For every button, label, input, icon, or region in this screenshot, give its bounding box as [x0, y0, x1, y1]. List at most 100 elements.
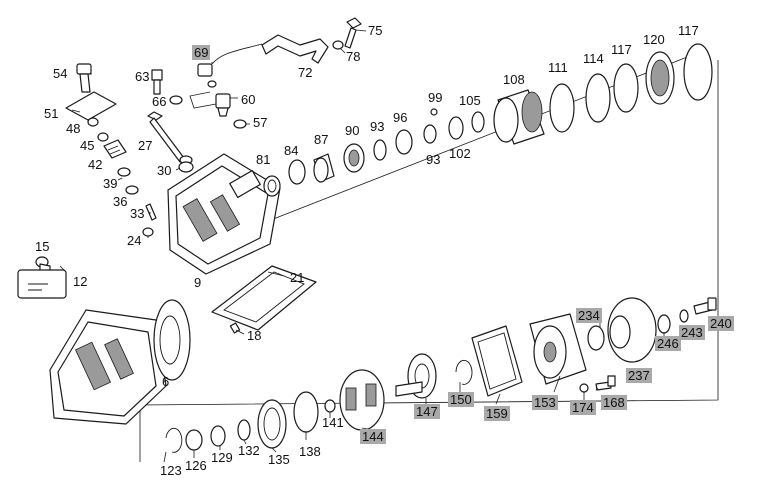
dashed-bracket — [189, 91, 217, 109]
callout-240: 240 — [708, 316, 734, 331]
callout-168: 168 — [601, 395, 627, 410]
bolt-15 — [35, 256, 51, 275]
ring-93b — [423, 124, 437, 144]
callout-138: 138 — [299, 444, 321, 459]
bracket-72 — [261, 34, 329, 64]
callout-90: 90 — [345, 123, 360, 138]
callout-96: 96 — [393, 110, 408, 125]
callout-63: 63 — [135, 69, 150, 84]
washer-24 — [142, 227, 154, 237]
callout-153: 153 — [532, 395, 558, 410]
bolt-168 — [595, 375, 616, 391]
washer-174 — [579, 383, 589, 393]
callout-144: 144 — [360, 429, 386, 444]
cover-plate-51 — [65, 91, 117, 121]
callout-30: 30 — [157, 163, 172, 178]
leader-lines — [59, 29, 665, 463]
ring-96 — [395, 129, 413, 155]
callout-114: 114 — [583, 51, 604, 66]
bolt-54 — [76, 63, 92, 93]
callout-84: 84 — [284, 143, 299, 158]
nameplate-12 — [17, 269, 67, 299]
callout-234: 234 — [576, 308, 602, 323]
callout-48: 48 — [66, 121, 81, 136]
seal-246 — [657, 314, 671, 334]
callout-111: 111 — [548, 60, 568, 75]
sensor-69 — [197, 43, 263, 88]
callout-9: 9 — [194, 275, 202, 290]
ring-129 — [210, 425, 226, 447]
plate-117 — [613, 63, 639, 113]
callout-246: 246 — [655, 336, 681, 351]
gear-42 — [103, 139, 127, 159]
ring-36 — [125, 185, 139, 195]
callout-39: 39 — [103, 176, 118, 191]
cover-153 — [529, 313, 587, 385]
callout-81: 81 — [256, 152, 271, 167]
ring-141 — [324, 399, 336, 413]
washer-66 — [169, 95, 183, 105]
housing-6 — [49, 299, 191, 425]
piston-135 — [257, 399, 287, 449]
callout-102: 102 — [449, 146, 471, 161]
plate-117b — [683, 43, 713, 101]
callout-72: 72 — [298, 65, 313, 80]
callout-147: 147 — [414, 404, 440, 419]
ring-111 — [549, 83, 575, 133]
callout-45: 45 — [80, 138, 95, 153]
callout-27: 27 — [138, 138, 153, 153]
bolt-63 — [151, 69, 163, 95]
callout-57: 57 — [253, 115, 268, 130]
bearing-81 — [263, 175, 281, 197]
switch-60 — [215, 93, 231, 117]
callout-117a: 117 — [611, 42, 632, 57]
ring-234 — [587, 325, 605, 351]
ring-126 — [185, 429, 203, 451]
ring-105 — [471, 111, 485, 133]
bolt-240 — [693, 297, 717, 315]
callout-42: 42 — [88, 157, 103, 172]
gasket-21 — [211, 265, 317, 331]
shaft-27 — [147, 111, 193, 165]
washer-57 — [233, 119, 247, 129]
callout-12: 12 — [73, 274, 88, 289]
callout-123: 123 — [160, 463, 182, 478]
washer-78 — [332, 40, 344, 50]
callout-66: 66 — [152, 94, 167, 109]
callout-126: 126 — [185, 458, 207, 473]
callout-120: 120 — [643, 32, 665, 47]
callout-243: 243 — [679, 325, 705, 340]
callout-36: 36 — [113, 194, 128, 209]
callout-135: 135 — [268, 452, 290, 467]
sleeve-87 — [313, 153, 335, 183]
bearing-120 — [645, 51, 675, 105]
gasket-159-inner — [477, 332, 517, 390]
callout-78: 78 — [346, 49, 361, 64]
ring-138 — [293, 391, 319, 433]
callout-105: 105 — [459, 93, 481, 108]
gasket-21-inner — [223, 271, 305, 323]
snap-ring-123 — [165, 427, 183, 453]
callout-117b: 117 — [678, 23, 699, 38]
clutch-108 — [493, 89, 545, 145]
bearing-147 — [395, 353, 437, 399]
callout-93b: 93 — [426, 152, 441, 167]
callout-129: 129 — [211, 450, 233, 465]
ring-84 — [288, 159, 306, 185]
ring-39 — [117, 167, 131, 177]
bolt-33 — [145, 203, 157, 221]
callout-108: 108 — [503, 72, 525, 87]
washer-30 — [178, 161, 194, 173]
callout-24: 24 — [127, 233, 142, 248]
gasket-159 — [471, 325, 523, 397]
bolt-75 — [344, 17, 362, 49]
callout-69: 69 — [192, 45, 211, 60]
snap-ring-150 — [455, 359, 473, 385]
callout-33: 33 — [130, 206, 145, 221]
callout-21: 21 — [290, 270, 305, 285]
ring-93 — [373, 139, 387, 161]
callout-237: 237 — [626, 368, 652, 383]
callout-54: 54 — [53, 66, 68, 81]
callout-6: 6 — [162, 374, 170, 389]
